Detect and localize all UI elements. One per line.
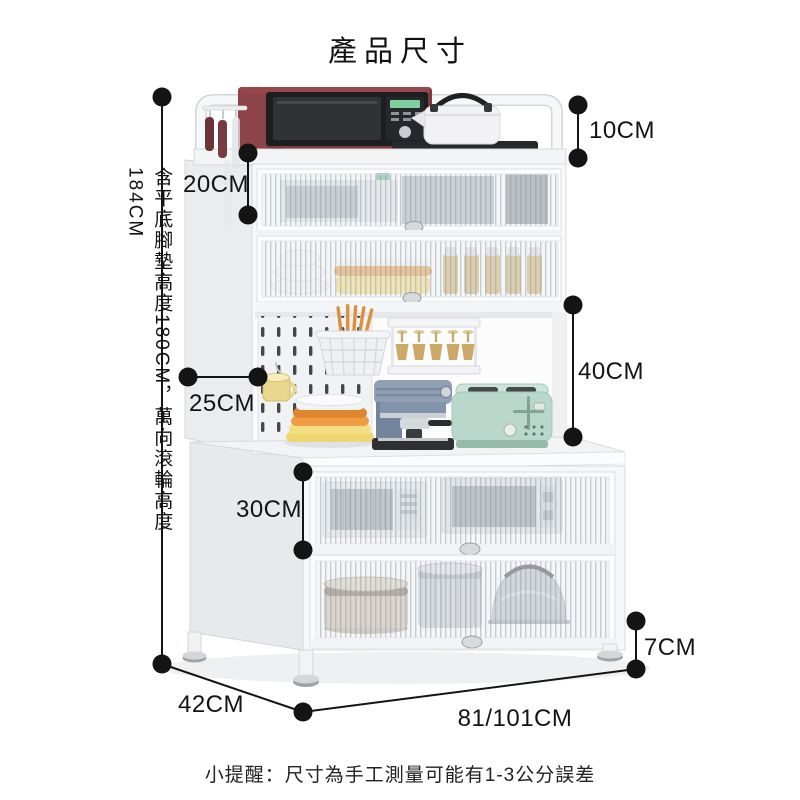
dim-label-7cm: 7CM — [643, 634, 697, 661]
glass-door-panel — [261, 240, 559, 298]
upper-door-2 — [256, 235, 562, 304]
toaster — [451, 383, 553, 448]
glass-door-panel — [315, 560, 610, 639]
dimension-dots — [152, 87, 646, 722]
hanging-cup — [262, 361, 297, 402]
dim-line-width — [302, 668, 637, 713]
dim-label-25cm: 25CM — [188, 390, 256, 417]
hanging-utensil — [218, 120, 227, 158]
lower-door-2 — [309, 554, 616, 649]
page-title: 產品尺寸 — [327, 36, 472, 68]
floor-shadow — [160, 652, 650, 684]
microwave-display — [390, 100, 420, 108]
upper-door-1 — [256, 168, 562, 233]
chopsticks — [336, 304, 374, 336]
door-knob — [459, 542, 481, 556]
door-knob — [402, 292, 422, 304]
hanging-utensil — [232, 117, 240, 169]
dimension-lines — [152, 87, 646, 722]
toaster-lever — [533, 402, 546, 411]
footer-note: 小提醒：尺寸為手工測量可能有1-3公分誤差 — [204, 765, 596, 786]
dim-line-42cm — [161, 663, 304, 713]
plate-stack — [284, 394, 376, 448]
kettle — [411, 93, 501, 145]
hanging-utensil — [205, 117, 214, 151]
dim-label-40cm: 40CM — [577, 358, 645, 385]
dim-label-10cm: 10CM — [588, 117, 656, 144]
leg-front-left — [293, 649, 319, 687]
glass-rack — [387, 317, 481, 375]
leg-back-left — [182, 631, 207, 663]
glass-door-panel — [315, 476, 610, 545]
hanging-goblets — [395, 330, 475, 360]
legs — [182, 631, 623, 687]
hanging-utensil — [224, 160, 231, 226]
door-knob — [461, 635, 483, 649]
dim-label-30cm: 30CM — [235, 496, 303, 523]
microwave-knob — [399, 126, 411, 138]
microwave-top — [238, 87, 432, 152]
coffee-machine — [372, 380, 454, 450]
utensil-basket — [315, 304, 391, 376]
open-shelf-section — [189, 304, 626, 471]
lower-unit-side-panel — [189, 441, 304, 651]
dim-label-width: 81/101CM — [457, 705, 573, 732]
glass-door-panel — [261, 173, 559, 227]
dim-label-42cm: 42CM — [177, 691, 245, 718]
lower-door-1 — [309, 471, 616, 556]
kettle-handle — [432, 93, 491, 111]
utensil-hooks — [202, 105, 248, 226]
upper-cabinet — [251, 163, 567, 455]
leg-front-right — [597, 643, 623, 662]
dim-label-20cm: 20CM — [182, 171, 250, 198]
lower-cabinet — [302, 465, 626, 651]
